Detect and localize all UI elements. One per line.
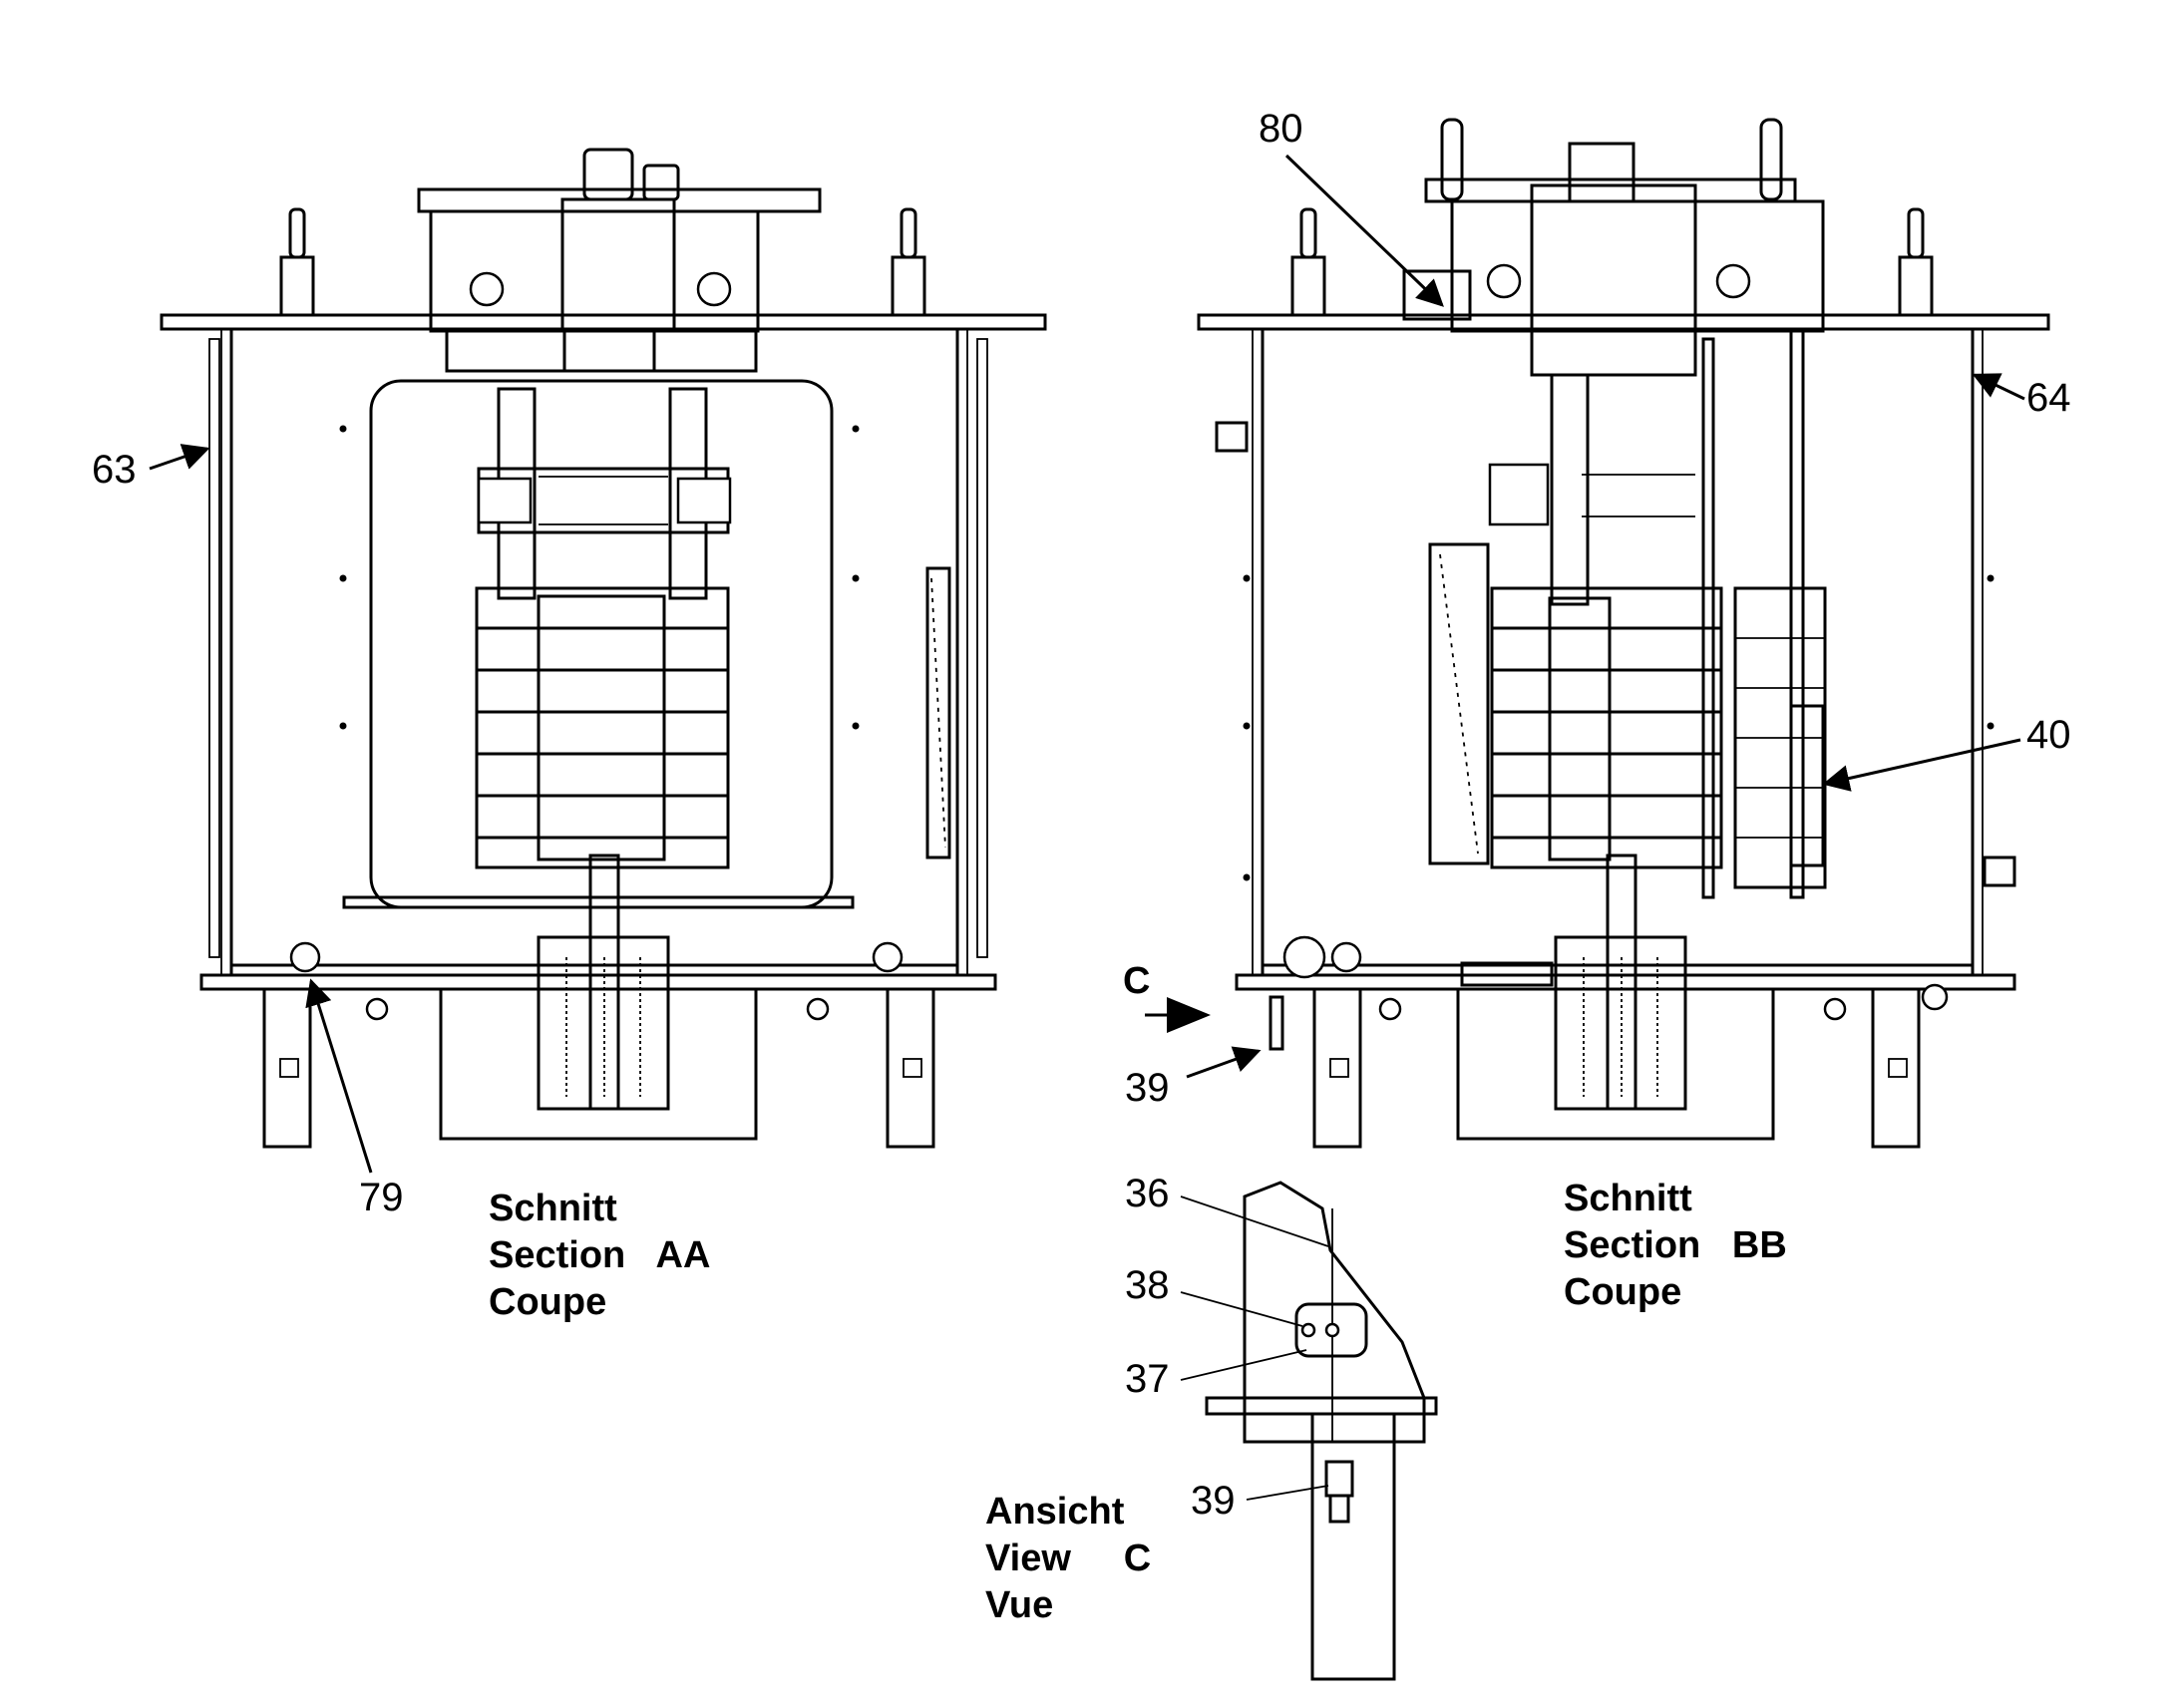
view-c-caption-line-2: View C <box>985 1537 1151 1579</box>
callout-64-label: 64 <box>2026 376 2071 420</box>
callout-36: 36 <box>1125 1172 1329 1247</box>
callout-63-arrow <box>149 444 210 471</box>
callout-40: 40 <box>1822 713 2071 792</box>
callout-39-view-c-leader <box>1246 1485 1329 1501</box>
callout-39-section-bb-arrow <box>1186 1046 1262 1079</box>
callout-40-label: 40 <box>2026 713 2071 757</box>
callout-63: 63 <box>92 444 210 492</box>
callout-37-leader <box>1180 1349 1307 1381</box>
callout-36-leader <box>1180 1196 1329 1247</box>
view-c-caption-line-3: Vue <box>985 1584 1053 1626</box>
callout-37-label: 37 <box>1125 1357 1170 1401</box>
callout-39-view-c: 39 <box>1191 1479 1329 1523</box>
callout-36-label: 36 <box>1125 1172 1170 1215</box>
callout-80: 80 <box>1259 107 1444 307</box>
section-aa-caption-line-1: Schnitt <box>489 1188 617 1229</box>
callout-64: 64 <box>1972 373 2071 420</box>
view-c-arrowhead <box>1167 997 1211 1033</box>
callout-38: 38 <box>1125 1263 1303 1327</box>
callout-38-label: 38 <box>1125 1263 1170 1307</box>
section-aa-contact-stack <box>475 586 730 869</box>
section-aa-caption-line-3: Coupe <box>489 1281 606 1323</box>
section-bb-contact-stack <box>1490 586 1723 869</box>
callout-79: 79 <box>305 978 404 1219</box>
callout-79-arrow <box>305 978 373 1174</box>
view-c-marker-letter: C <box>1123 960 1150 1002</box>
view-c-direction-marker: C <box>1123 960 1211 1033</box>
callout-64-arrow <box>1972 373 2025 401</box>
view-c-caption-line-1: Ansicht <box>985 1491 1125 1533</box>
section-bb-caption-line-2: Section BB <box>1564 1224 1787 1266</box>
callout-80-arrow <box>1284 154 1444 307</box>
callout-37: 37 <box>1125 1349 1307 1401</box>
callout-38-leader <box>1180 1291 1303 1327</box>
section-bb-drawing <box>1197 118 2050 1149</box>
callout-40-arrow <box>1822 738 2021 792</box>
callout-79-label: 79 <box>359 1176 404 1219</box>
callout-39-section-bb-label: 39 <box>1125 1066 1170 1110</box>
section-aa-drawing <box>160 148 1047 1149</box>
section-bb-caption-line-3: Coupe <box>1564 1271 1681 1313</box>
callout-63-label: 63 <box>92 448 137 492</box>
callout-39-section-bb: 39 <box>1125 1046 1262 1110</box>
callout-39-view-c-label: 39 <box>1191 1479 1236 1523</box>
callout-80-label: 80 <box>1259 107 1303 151</box>
section-bb-caption-line-1: Schnitt <box>1564 1178 1692 1219</box>
view-c-drawing <box>1205 1181 1438 1681</box>
section-aa-caption-line-2: Section AA <box>489 1234 710 1276</box>
